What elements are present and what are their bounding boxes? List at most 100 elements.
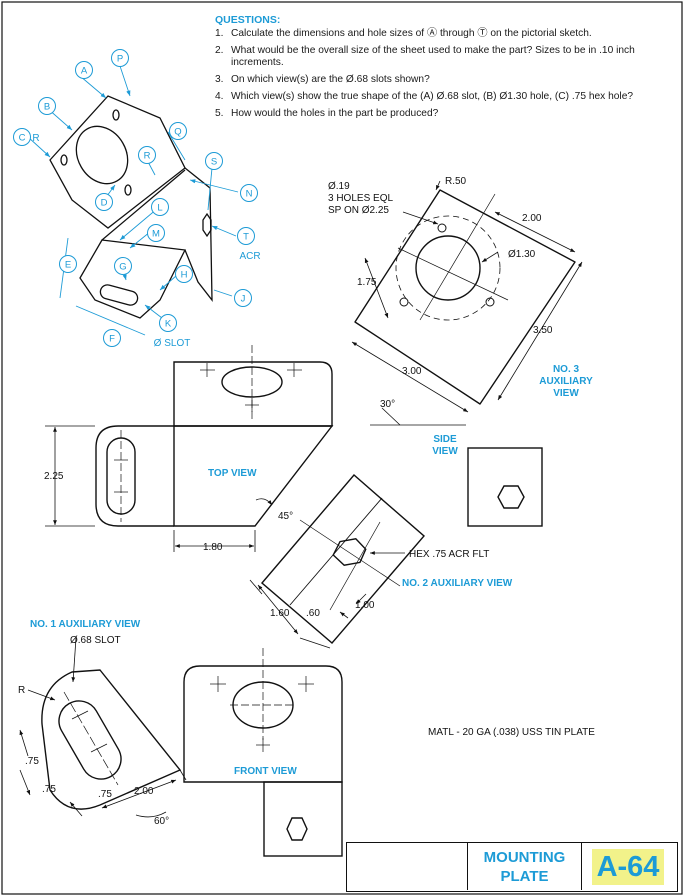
drawing-title: MOUNTING PLATE [468,843,582,890]
question-item: 4. Which view(s) show the true shape of … [215,91,677,103]
front-view [183,648,343,857]
aux-view-2 [261,474,425,644]
svg-text:1.75: 1.75 [357,277,377,288]
dim-160: 1.60 [270,608,290,619]
callout-t [237,227,255,245]
svg-text:S: S [211,157,217,168]
svg-text:SP ON Ø2.25: SP ON Ø2.25 [328,205,389,216]
callout-m [147,224,165,242]
callout-q [169,122,187,140]
callout-d [95,193,113,211]
svg-text:Ø1.30: Ø1.30 [508,249,536,260]
question-text: What would be the overall size of the sh… [231,45,635,68]
aux-view-1 [41,669,182,810]
pictorial-acr-label: ACR [239,251,260,262]
svg-text:M: M [152,229,160,240]
callout-g [114,257,132,275]
svg-text:N: N [246,189,253,200]
svg-text:Ø.19: Ø.19 [328,181,350,192]
svg-text:P: P [117,54,123,65]
aux2-hex-note: HEX .75 ACR FLT [409,549,489,560]
top-view-label: TOP VIEW [208,468,257,479]
aux2-dims [249,551,405,649]
callout-e [59,255,77,273]
svg-text:F: F [109,334,115,345]
top-view-dims [45,425,273,552]
callout-b [38,97,56,115]
question-number: 2. [215,45,224,56]
callout-a [75,61,93,79]
callout-l [151,198,169,216]
pictorial-slot-label: Ø SLOT [154,338,191,349]
drawing-title-line-2: PLATE [500,867,549,885]
aux3-dims [351,180,583,426]
callout-f [103,329,121,347]
callout-c [13,128,31,146]
dim-200: 2.00 [134,786,154,797]
drawing-number: A-64 [591,849,665,885]
side-view-label-1: SIDE [433,434,457,445]
pictorial-r-label: R [32,133,39,144]
question-item: 2. What would be the overall size of the… [215,45,677,69]
dim-60: .60 [306,608,320,619]
svg-text:A: A [81,66,88,77]
aux1-slot-note: Ø.68 SLOT [70,635,121,646]
svg-text:L: L [157,203,162,214]
callout-circles: A B C D E F G H J K L M N P Q R S T R AC… [13,49,261,349]
callout-h [175,265,193,283]
svg-text:NO. 3: NO. 3 [553,364,580,375]
dim-75c: .75 [98,789,112,800]
svg-text:VIEW: VIEW [553,388,579,399]
question-number: 3. [215,74,224,85]
drawing-number-cell: A-64 [583,847,673,887]
dim-180: 1.80 [203,542,223,553]
dim-100: 1.00 [355,600,375,611]
side-view-label-2: VIEW [432,446,458,457]
aux3-hole-130 [415,235,481,301]
question-text: Which view(s) show the true shape of the… [231,91,634,102]
svg-text:B: B [44,102,50,113]
questions-heading: QUESTIONS: [215,14,281,26]
question-text: How would the holes in the part be produ… [231,108,439,119]
svg-text:3 HOLES EQL: 3 HOLES EQL [328,193,393,204]
svg-text:Q: Q [174,127,181,138]
aux-view-3 [354,189,576,405]
svg-text:J: J [241,294,246,305]
callout-n [240,184,258,202]
aux1-dims [19,637,187,818]
callout-p [111,49,129,67]
svg-text:R.50: R.50 [445,176,467,187]
question-item: 1. Calculate the dimensions and hole siz… [215,28,677,40]
aux3-text: Ø.19 3 HOLES EQL SP ON Ø2.25 R.50 2.00 Ø… [328,176,593,410]
svg-text:T: T [243,232,249,243]
svg-text:K: K [165,319,172,330]
svg-text:3.50: 3.50 [533,325,553,336]
callout-j [234,289,252,307]
side-view [467,447,543,527]
callout-s [205,152,223,170]
svg-text:3.00: 3.00 [402,366,422,377]
material-note: MATL - 20 GA (.038) USS TIN PLATE [428,727,595,738]
svg-text:D: D [101,198,108,209]
dim-225: 2.25 [44,471,64,482]
top-view [95,345,334,527]
question-text: Calculate the dimensions and hole sizes … [231,28,592,39]
callout-r [138,146,156,164]
pictorial-sketch [49,95,213,319]
aux2-label: NO. 2 AUXILIARY VIEW [402,578,513,589]
front-view-label: FRONT VIEW [234,766,297,777]
svg-text:30°: 30° [380,399,395,410]
dim-75b: .75 [42,784,56,795]
callout-k [159,314,177,332]
question-number: 4. [215,91,224,102]
title-block: MOUNTING PLATE A-64 [346,842,678,892]
aux1-r-label: R [18,685,25,696]
question-number: 5. [215,108,224,119]
drawing-title-line-1: MOUNTING [483,848,566,866]
question-text: On which view(s) are the Ø.68 slots show… [231,74,430,85]
question-number: 1. [215,28,224,39]
questions-panel: QUESTIONS: 1. Calculate the dimensions a… [215,14,677,125]
svg-text:R: R [144,151,151,162]
